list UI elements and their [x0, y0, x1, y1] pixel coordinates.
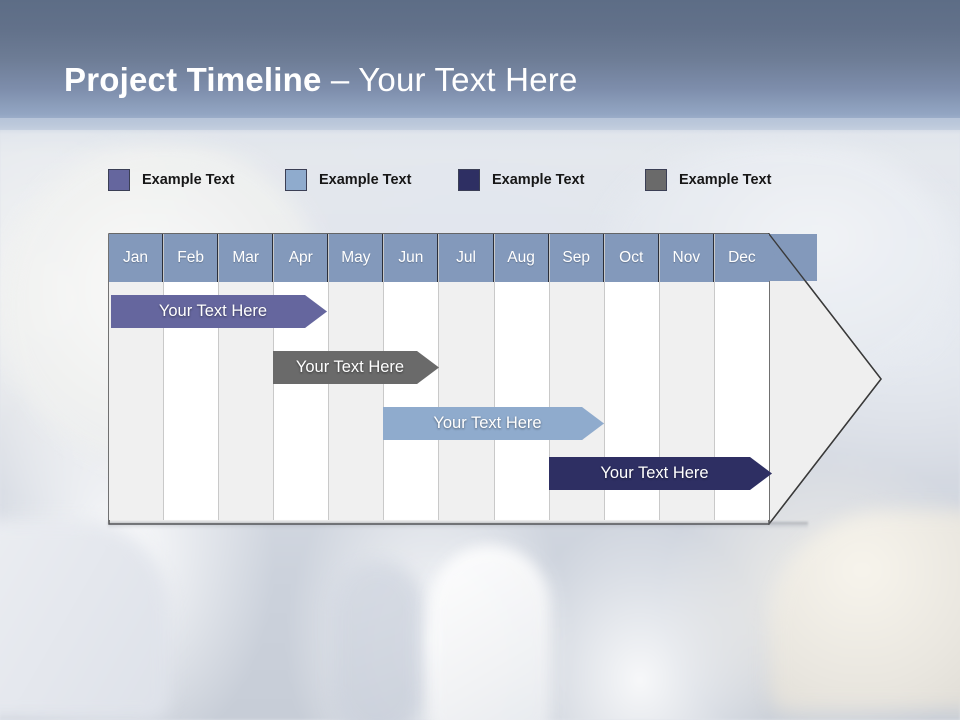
timeline-bar-label-4: Your Text Here	[600, 464, 709, 482]
month-header-mar: Mar	[219, 234, 274, 282]
title-band	[0, 0, 960, 130]
month-header-jul: Jul	[439, 234, 494, 282]
legend-swatch-icon-4	[645, 169, 667, 191]
month-column-aug[interactable]: Aug	[494, 234, 550, 520]
legend: Example Text Example Text Example Text E…	[108, 167, 828, 195]
title-band-fade	[0, 118, 960, 154]
chart-drop-shadow	[108, 522, 808, 529]
month-header-apr: Apr	[274, 234, 329, 282]
month-body-jul	[439, 282, 494, 520]
timeline-bar-label-2: Your Text Here	[295, 358, 405, 376]
legend-label-4: Example Text	[679, 172, 772, 188]
legend-swatch-icon-1	[108, 169, 130, 191]
month-column-jul[interactable]: Jul	[439, 234, 495, 520]
legend-item-2[interactable]: Example Text	[285, 167, 411, 193]
timeline-bar-label-1: Your Text Here	[158, 302, 268, 320]
timeline-bar-label-3: Your Text Here	[433, 414, 542, 432]
month-header-nov: Nov	[659, 234, 714, 282]
page-title: Project Timeline – Your Text Here	[64, 59, 578, 101]
month-header-aug: Aug	[494, 234, 549, 282]
legend-swatch-icon-3	[458, 169, 480, 191]
page-title-rest: – Your Text Here	[321, 61, 578, 98]
timeline-bar-2[interactable]: Your Text Here	[273, 351, 439, 384]
month-column-may[interactable]: May	[329, 234, 385, 520]
background-blur-shape-lower-left	[0, 520, 170, 720]
month-header-feb: Feb	[164, 234, 219, 282]
month-header-jan: Jan	[109, 234, 164, 282]
timeline-bar-1[interactable]: Your Text Here	[111, 295, 327, 328]
timeline-chart: Jan Feb Mar Apr May Jun	[108, 233, 883, 525]
timeline-bar-3[interactable]: Your Text Here	[383, 407, 604, 440]
legend-label-2: Example Text	[319, 172, 412, 188]
month-header-may: May	[329, 234, 384, 282]
month-header-oct: Oct	[604, 234, 659, 282]
month-body-aug	[494, 282, 549, 520]
month-column-jan[interactable]: Jan	[109, 234, 165, 520]
month-column-mar[interactable]: Mar	[219, 234, 275, 520]
month-column-feb[interactable]: Feb	[164, 234, 220, 520]
month-header-dec: Dec	[714, 234, 769, 282]
legend-label-3: Example Text	[492, 172, 585, 188]
month-header-jun: Jun	[384, 234, 439, 282]
month-header-sep: Sep	[549, 234, 604, 282]
month-body-jun	[384, 282, 439, 520]
month-column-jun[interactable]: Jun	[384, 234, 440, 520]
page-title-bold: Project Timeline	[64, 61, 322, 98]
month-body-may	[329, 282, 384, 520]
legend-item-3[interactable]: Example Text	[458, 167, 584, 193]
timeline-bar-4[interactable]: Your Text Here	[549, 457, 772, 490]
legend-label-1: Example Text	[142, 172, 235, 188]
legend-item-1[interactable]: Example Text	[108, 167, 234, 193]
legend-item-4[interactable]: Example Text	[645, 167, 771, 193]
background-blur-shape-lower-mid	[330, 560, 425, 720]
legend-swatch-icon-2	[285, 169, 307, 191]
background-blur-shape-center	[430, 545, 550, 720]
